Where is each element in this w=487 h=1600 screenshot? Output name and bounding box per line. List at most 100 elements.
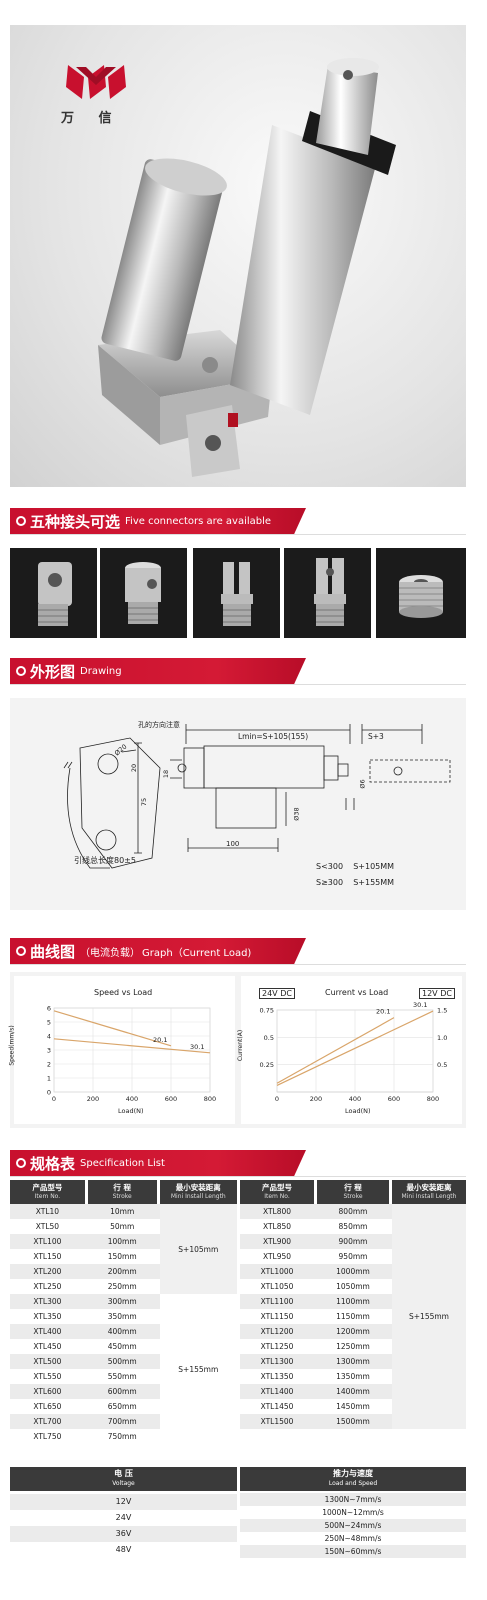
section-title-cn: 曲线图 — [30, 942, 76, 961]
y-tick-label: 0.75 — [260, 1007, 274, 1015]
connector-image-4 — [284, 548, 371, 638]
ring-icon — [16, 1158, 26, 1168]
series-line — [53, 1038, 211, 1054]
current-chart-title: Current vs Load — [325, 988, 389, 997]
x-tick-label: 400 — [349, 1095, 361, 1103]
y-tick-label: 1 — [47, 1075, 51, 1083]
list-item: 36V — [10, 1526, 237, 1542]
list-item: 1300N~7mm/s — [240, 1493, 466, 1506]
connector-image-5 — [376, 548, 466, 638]
section-title-en: Five connectors are available — [125, 515, 272, 527]
x-tick-label: 0 — [52, 1095, 56, 1103]
x-tick-label: 600 — [165, 1095, 177, 1103]
dim-18: 18 — [162, 769, 171, 779]
ring-icon — [16, 516, 26, 526]
technical-drawing — [63, 724, 451, 869]
x-tick-label: 200 — [87, 1095, 99, 1103]
linear-actuator-illustration — [66, 58, 396, 477]
section-title-en: Drawing — [80, 665, 122, 677]
list-item: 12V — [10, 1494, 237, 1510]
brand-name: 万 信 — [61, 111, 122, 126]
section-title-sub: （电流负载） — [80, 947, 141, 959]
current-chart-xlabel: Load(N) — [345, 1107, 371, 1115]
tag-24v: 24V DC — [259, 988, 295, 999]
ring-icon — [16, 946, 26, 956]
dim-38: Ø38 — [292, 807, 301, 821]
list-item: 48V — [10, 1542, 237, 1558]
section-header-drawing: 外形图 Drawing — [10, 658, 306, 684]
connector-image-3 — [193, 548, 280, 638]
list-item: 500N~24mm/s — [240, 1519, 466, 1532]
section-header-graph: 曲线图 （电流负载） Graph（Current Load) — [10, 938, 306, 964]
dim-100: 100 — [226, 840, 240, 848]
dim-75: 75 — [140, 797, 149, 807]
series-line — [276, 1010, 434, 1086]
tag-12v: 12V DC — [419, 988, 455, 999]
current-chart: Current vs Load 24V DC 12V DC 0.25 0.5 0.7… — [237, 976, 462, 1124]
y2-tick-label: 0.5 — [437, 1061, 447, 1069]
y-tick-label: 2 — [47, 1061, 51, 1069]
current-chart-ylabel: Current(A) — [237, 1029, 245, 1062]
divider — [10, 684, 466, 685]
y-tick-label: 4 — [47, 1033, 51, 1041]
y-tick-label: 0.25 — [260, 1061, 274, 1069]
length-rule-2: S≥300 S+155MM — [316, 878, 395, 887]
cable-length-note: 引线总长度80±5 — [74, 856, 136, 865]
series-label-b: 30.1 — [413, 1001, 427, 1009]
divider — [10, 534, 466, 535]
speed-chart-title: Speed vs Load — [94, 988, 153, 997]
connector-image-2 — [100, 548, 187, 638]
drawing-panel: 孔的方向注意 Lmin=S+105(155) S+3 Ø20 20 75 18 … — [10, 698, 466, 910]
series-label-a: 20.1 — [153, 1036, 167, 1044]
series-line — [53, 1010, 172, 1047]
product-hero-image: 万 信 — [10, 25, 466, 487]
y-tick-label: 0 — [47, 1089, 51, 1097]
section-title-cn: 外形图 — [30, 662, 76, 681]
y-tick-label: 6 — [47, 1005, 51, 1013]
y-tick-label: 0.5 — [264, 1034, 274, 1042]
speed-chart-xlabel: Load(N) — [118, 1107, 144, 1115]
min-install-a: S+105mm — [159, 1204, 237, 1294]
dim-s3: S+3 — [368, 732, 384, 741]
y-tick-label: 5 — [47, 1019, 51, 1027]
x-tick-label: 800 — [204, 1095, 216, 1103]
y-tick-label: 3 — [47, 1047, 51, 1055]
dim-lmin: Lmin=S+105(155) — [238, 732, 309, 741]
